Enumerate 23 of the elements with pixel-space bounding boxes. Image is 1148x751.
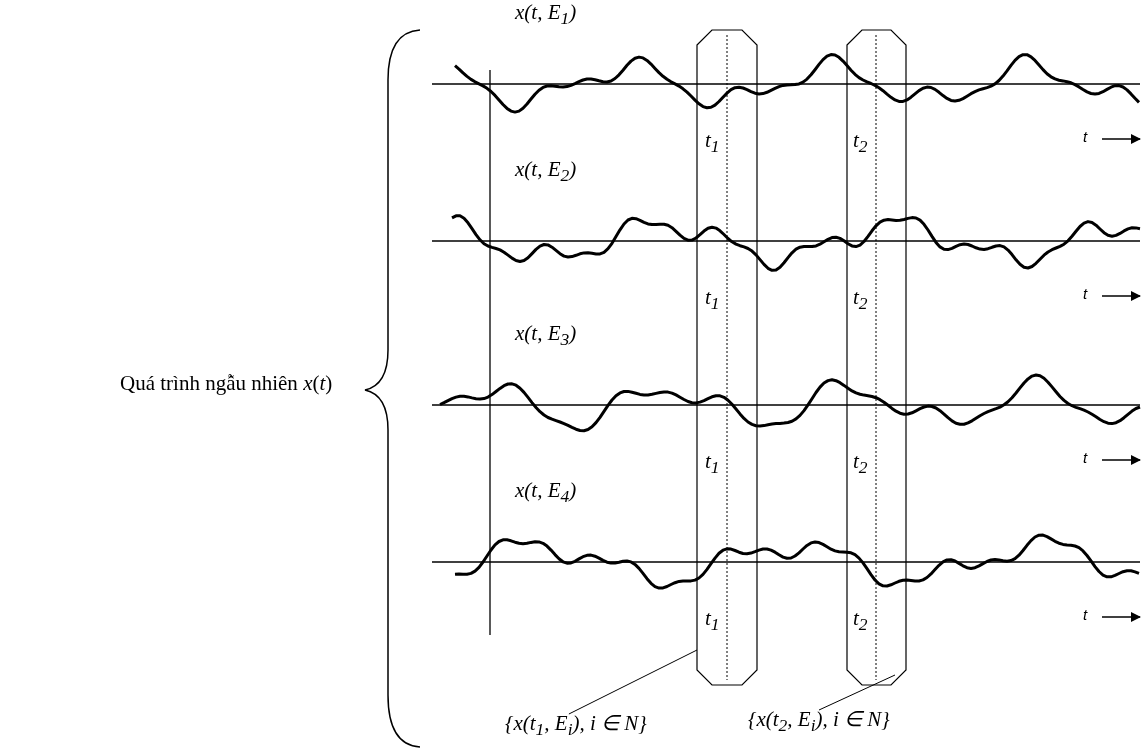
leader-line bbox=[568, 649, 698, 715]
curve-label: x(t, E$_{3}$) bbox=[515, 322, 577, 350]
time-label: t$_{2}$ bbox=[853, 450, 868, 478]
curve-label: x(t, E$_{1}$) bbox=[515, 1, 577, 29]
sample-slab bbox=[696, 29, 758, 686]
sample-slab bbox=[846, 29, 907, 686]
time-label: t$_{2}$ bbox=[853, 286, 868, 314]
curve-label: x(t, E$_{4}$) bbox=[515, 479, 577, 507]
time-label: t bbox=[1083, 450, 1088, 467]
time-label: t$_{1}$ bbox=[705, 286, 720, 314]
time-label: t bbox=[1083, 607, 1088, 624]
time-label: t bbox=[1083, 286, 1088, 303]
process-label: Quá trình ngẫu nhiên x(t) bbox=[120, 372, 333, 396]
time-label: t bbox=[1083, 129, 1088, 146]
set-label: {x(t$_{1}$, E$_{i}$), i ∈ N} bbox=[505, 712, 647, 740]
curve-label: x(t, E$_{2}$) bbox=[515, 158, 577, 186]
time-label: t$_{2}$ bbox=[853, 129, 868, 157]
time-label: t$_{2}$ bbox=[853, 607, 868, 635]
time-label: t$_{1}$ bbox=[705, 450, 720, 478]
leader-line bbox=[818, 674, 896, 711]
time-label: t$_{1}$ bbox=[705, 607, 720, 635]
set-label: {x(t$_{2}$, E$_{i}$), i ∈ N} bbox=[748, 708, 890, 736]
time-label: t$_{1}$ bbox=[705, 129, 720, 157]
